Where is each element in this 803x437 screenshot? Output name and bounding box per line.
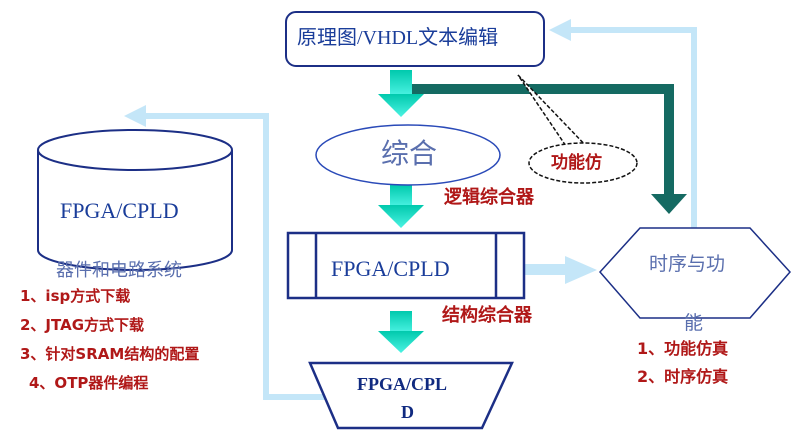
cylinder-subtitle-label: 器件和电路系统 xyxy=(56,260,182,281)
simulation-type-item: 2、时序仿真 xyxy=(637,367,729,386)
simulation-type-item: 1、功能仿真 xyxy=(637,339,729,358)
flow-arrow-3 xyxy=(378,311,424,353)
func-sim-callout-bubble xyxy=(528,142,638,184)
sim-node-label-line2: 能 xyxy=(684,312,704,334)
fpga-node-label: FPGA/CPLD xyxy=(331,256,450,281)
teal-connector-vertical xyxy=(664,84,674,196)
synthesis-node-label: 综合 xyxy=(381,137,438,170)
sim-arrowhead xyxy=(565,256,597,284)
download-method-item: 2、JTAG方式下载 xyxy=(20,316,145,334)
device-node-label-line1: FPGA/CPL xyxy=(357,374,447,394)
device-node-trapezoid xyxy=(308,361,514,430)
teal-connector-horizontal xyxy=(412,84,670,94)
synthesis-node-ellipse xyxy=(315,124,501,186)
flow-arrow-1 xyxy=(378,70,424,117)
feedback-path-right xyxy=(570,27,697,243)
feedback-arrowhead-left xyxy=(124,105,146,127)
fpga-node-box xyxy=(286,231,526,300)
editor-node-box xyxy=(285,11,545,67)
sim-node-hexagon xyxy=(598,227,792,319)
download-method-item: 4、OTP器件编程 xyxy=(29,374,149,392)
structure-synthesizer-label: 结构综合器 xyxy=(442,305,532,326)
device-system-cylinder xyxy=(37,129,233,271)
download-method-item: 1、isp方式下载 xyxy=(20,287,131,305)
feedback-path-left xyxy=(145,113,336,400)
sim-arrow-shaft xyxy=(525,264,567,275)
download-method-item: 3、针对SRAM结构的配置 xyxy=(20,345,200,363)
teal-arrowhead-down xyxy=(651,194,687,214)
func-sim-callout-label: 功能仿 xyxy=(551,153,602,173)
editor-node-label: 原理图/VHDL文本编辑 xyxy=(297,27,499,49)
feedback-arrowhead-right xyxy=(549,19,571,41)
cylinder-title-label: FPGA/CPLD xyxy=(60,198,179,223)
sim-node-label-line1: 时序与功 xyxy=(649,253,726,275)
device-node-label-line2: D xyxy=(401,402,414,422)
flow-arrow-2 xyxy=(378,185,424,228)
logic-synthesizer-label: 逻辑综合器 xyxy=(444,187,534,208)
